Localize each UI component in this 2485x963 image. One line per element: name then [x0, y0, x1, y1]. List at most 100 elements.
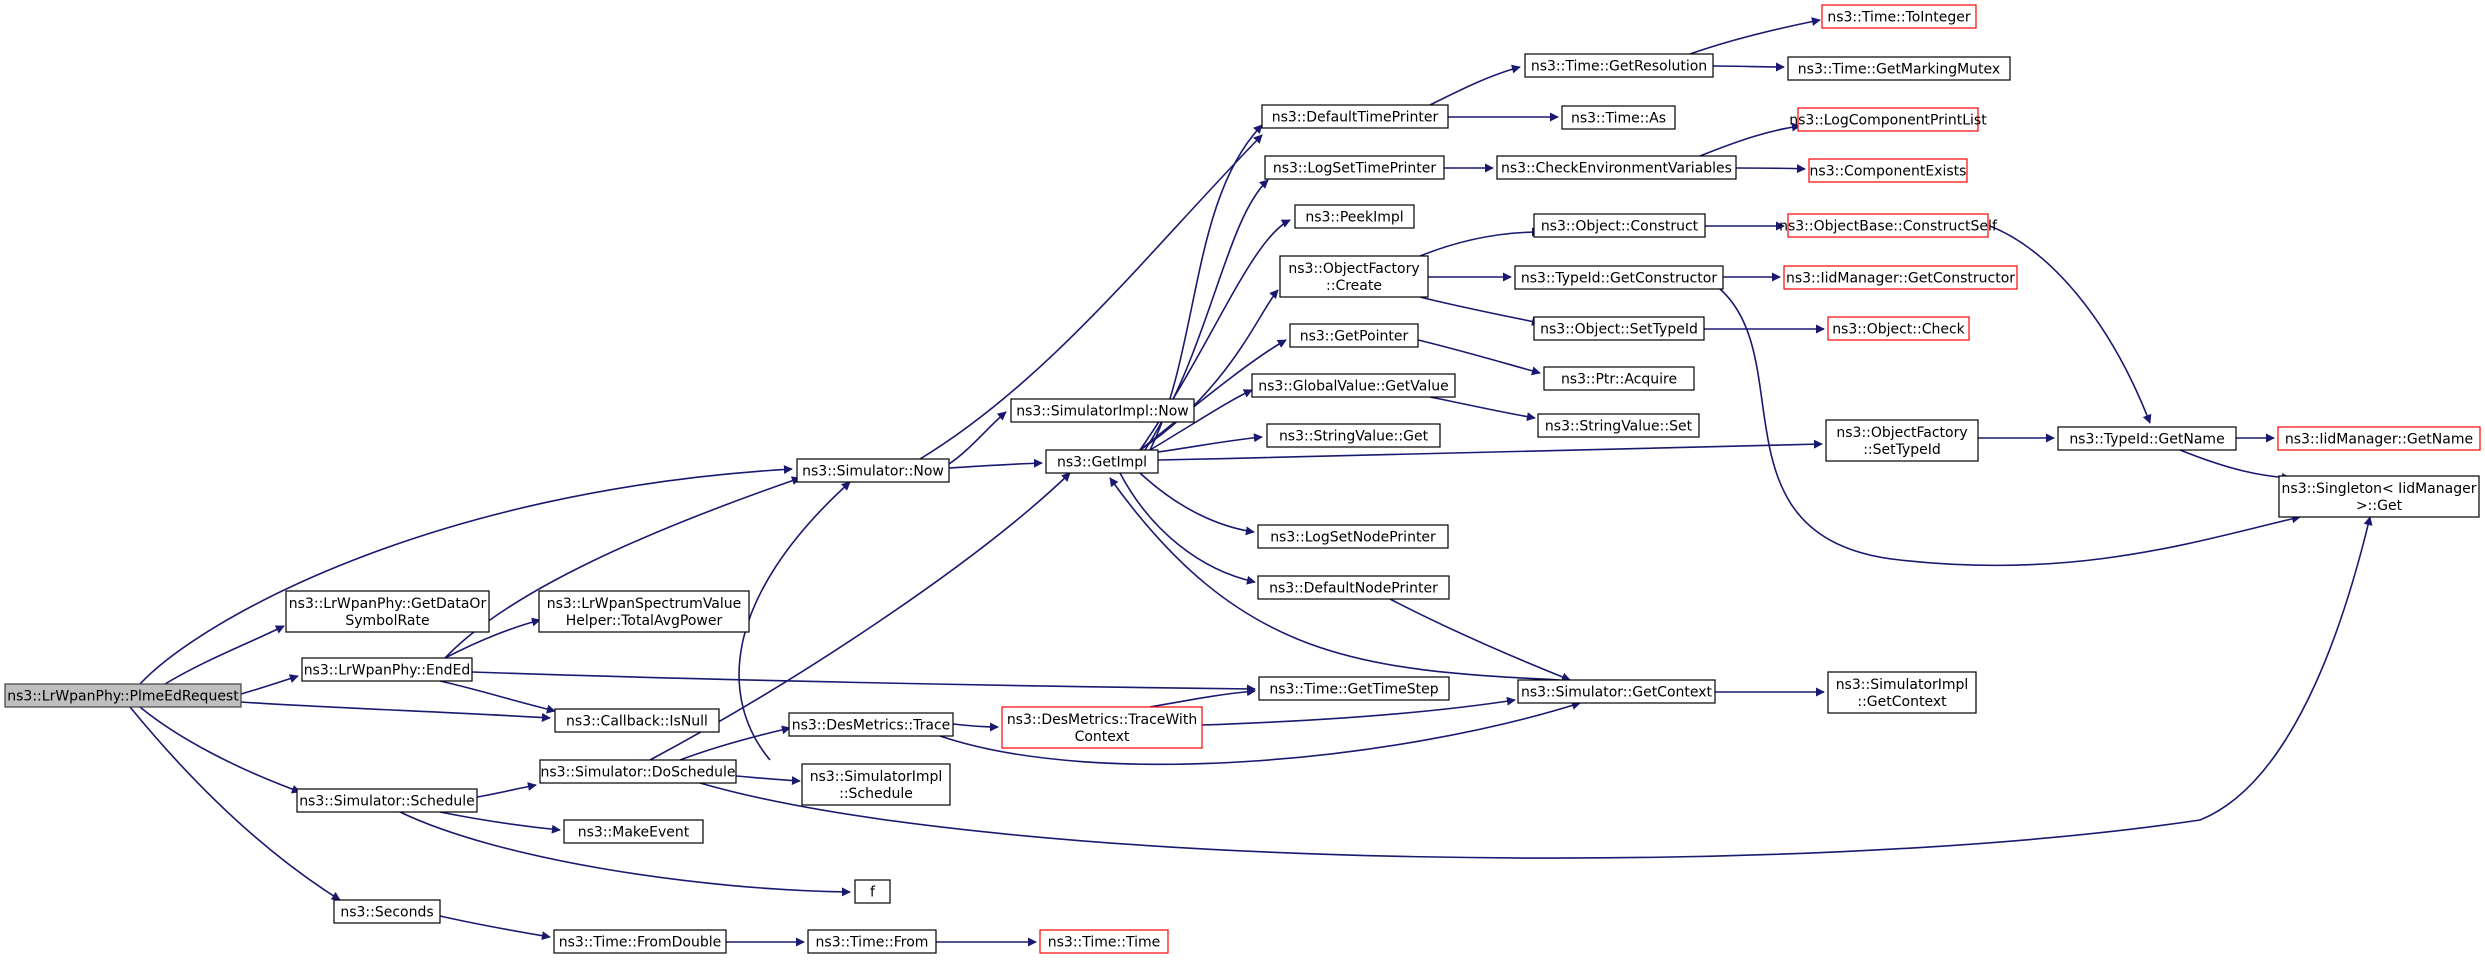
node-label: ns3::LrWpanPhy::PlmeEdRequest: [7, 689, 239, 705]
node-box: [1524, 53, 1714, 78]
graph-node-n28[interactable]: ns3::Time::GetTimeStep: [1258, 676, 1450, 701]
graph-node-n0[interactable]: ns3::LrWpanPhy::PlmeEdRequest: [4, 683, 242, 708]
graph-node-n40[interactable]: ns3::TypeId::GetConstructor: [1514, 265, 1724, 290]
graph-node-n23[interactable]: ns3::GetPointer: [1289, 323, 1419, 348]
node-box: [1039, 929, 1169, 954]
graph-node-n19[interactable]: ns3::DefaultTimePrinter: [1261, 104, 1449, 129]
graph-node-n35[interactable]: ns3::CheckEnvironmentVariables: [1496, 155, 1737, 180]
node-box: [807, 929, 937, 954]
graph-node-n25[interactable]: ns3::StringValue::Get: [1266, 423, 1441, 448]
graph-node-n31[interactable]: ns3::Time::GetResolution: [1524, 53, 1714, 78]
graph-node-n37[interactable]: ns3::ComponentExists: [1808, 158, 1968, 183]
edge-n0-n3: [240, 674, 299, 695]
graph-node-n48[interactable]: ns3::IidManager::GetName: [2277, 426, 2481, 451]
node-box: [1257, 575, 1450, 600]
edge-n27-n29: [1389, 598, 1571, 682]
node-label: ns3::Time::From: [816, 935, 929, 951]
graph-node-n4[interactable]: ns3::LrWpanSpectrumValueHelper::TotalAvg…: [538, 590, 750, 633]
graph-node-n49[interactable]: ns3::Singleton< IidManager >::Get: [2278, 475, 2480, 518]
node-label: ns3::IidManager::GetConstructor: [1786, 271, 2015, 287]
graph-node-n45[interactable]: ns3::StringValue::Set: [1537, 413, 1700, 438]
node-box: [1257, 524, 1449, 549]
graph-node-n22[interactable]: ns3::ObjectFactory::Create: [1279, 255, 1429, 298]
graph-node-n18[interactable]: ns3::GetImpl: [1045, 449, 1159, 474]
node-label: ns3::IidManager::GetName: [2285, 432, 2473, 448]
graph-node-n47[interactable]: ns3::TypeId::GetName: [2057, 426, 2237, 451]
node-box: [1514, 265, 1724, 290]
node-label: ns3::CheckEnvironmentVariables: [1501, 161, 1732, 177]
graph-node-n20[interactable]: ns3::LogSetTimePrinter: [1264, 155, 1445, 180]
edge-n22-n38: [1419, 227, 1541, 257]
graph-node-n21[interactable]: ns3::PeekImpl: [1294, 204, 1415, 229]
node-box: [1010, 398, 1195, 423]
node-box: [1496, 155, 1737, 180]
graph-node-n24[interactable]: ns3::GlobalValue::GetValue: [1251, 373, 1456, 398]
node-label: >::Get: [2356, 498, 2403, 514]
edge-n18-n25: [1157, 433, 1263, 453]
graph-node-n26[interactable]: ns3::LogSetNodePrinter: [1257, 524, 1449, 549]
graph-node-n8[interactable]: ns3::MakeEvent: [563, 819, 704, 844]
node-box: [1827, 316, 1970, 341]
graph-node-n10[interactable]: ns3::Seconds: [333, 899, 441, 924]
node-box: [285, 590, 490, 633]
node-label: ns3::StringValue::Get: [1279, 429, 1429, 445]
graph-node-n44[interactable]: ns3::Ptr::Acquire: [1543, 366, 1695, 391]
node-label: ns3::ObjectBase::ConstructSelf: [1779, 219, 1998, 235]
graph-node-n38[interactable]: ns3::Object::Construct: [1533, 213, 1706, 238]
graph-node-n17[interactable]: ns3::SimulatorImpl::Now: [1010, 398, 1195, 423]
node-label: Helper::TotalAvgPower: [566, 613, 723, 629]
graph-node-n12[interactable]: ns3::Time::From: [807, 929, 937, 954]
graph-node-n13[interactable]: ns3::Time::Time: [1039, 929, 1169, 954]
graph-node-n14[interactable]: ns3::DesMetrics::Trace: [788, 712, 954, 737]
graph-node-n43[interactable]: ns3::Object::Check: [1827, 316, 1970, 341]
graph-node-n30[interactable]: ns3::SimulatorImpl::GetContext: [1827, 671, 1977, 714]
node-label: ns3::Time::GetMarkingMutex: [1798, 62, 2000, 78]
graph-node-n6[interactable]: ns3::Simulator::Schedule: [296, 788, 478, 813]
node-box: [1787, 213, 1989, 238]
edge-n39-n47: [1989, 225, 2152, 424]
node-box: [563, 819, 704, 844]
node-label: ns3::Simulator::Now: [802, 464, 944, 480]
node-box: [801, 763, 951, 806]
node-label: SymbolRate: [345, 613, 429, 629]
graph-node-n39[interactable]: ns3::ObjectBase::ConstructSelf: [1779, 213, 1998, 238]
node-box: [1517, 679, 1716, 704]
graph-node-n16[interactable]: ns3::SimulatorImpl::Schedule: [801, 763, 951, 806]
edge-n18-n22: [1139, 289, 1279, 451]
node-label: ns3::PeekImpl: [1305, 210, 1403, 226]
graph-node-n5[interactable]: ns3::Callback::IsNull: [554, 708, 720, 733]
graph-node-n32[interactable]: ns3::Time::ToInteger: [1821, 4, 1977, 29]
node-box: [1543, 366, 1695, 391]
edge-n1-n17: [948, 411, 1007, 465]
edge-n1-n19: [919, 134, 1263, 460]
graph-node-n3[interactable]: ns3::LrWpanPhy::EndEd: [301, 657, 473, 682]
node-label: ns3::SimulatorImpl: [1836, 677, 1969, 693]
node-box: [1821, 4, 1977, 29]
edge-n7-n1: [738, 481, 851, 761]
node-box: [1294, 204, 1415, 229]
node-label: ns3::LogSetTimePrinter: [1273, 161, 1437, 177]
graph-node-n33[interactable]: ns3::Time::GetMarkingMutex: [1787, 56, 2011, 81]
node-label: ns3::TypeId::GetConstructor: [1521, 271, 1717, 287]
graph-node-n1[interactable]: ns3::Simulator::Now: [796, 458, 950, 483]
node-label: ns3::MakeEvent: [578, 825, 690, 841]
graph-node-n7[interactable]: ns3::Simulator::DoSchedule: [539, 759, 737, 784]
node-box: [1258, 676, 1450, 701]
graph-node-n41[interactable]: ns3::IidManager::GetConstructor: [1783, 265, 2018, 290]
edge-n22-n42: [1419, 296, 1541, 326]
graph-node-n29[interactable]: ns3::Simulator::GetContext: [1517, 679, 1716, 704]
graph-node-n34[interactable]: ns3::Time::As: [1561, 105, 1676, 130]
node-label: ns3::DesMetrics::TraceWith: [1007, 712, 1197, 728]
graph-node-n36[interactable]: ns3::LogComponentPrintList: [1789, 107, 1987, 132]
graph-node-n11[interactable]: ns3::Time::FromDouble: [553, 929, 727, 954]
node-box: [1533, 316, 1705, 341]
graph-node-n42[interactable]: ns3::Object::SetTypeId: [1533, 316, 1705, 341]
node-label: ns3::DefaultTimePrinter: [1272, 110, 1439, 126]
edge-n18-n27: [1119, 472, 1256, 585]
graph-node-n27[interactable]: ns3::DefaultNodePrinter: [1257, 575, 1450, 600]
graph-node-n9[interactable]: f: [854, 879, 891, 904]
edge-n14-n15: [952, 722, 999, 732]
graph-node-n46[interactable]: ns3::ObjectFactory::SetTypeId: [1825, 419, 1979, 462]
